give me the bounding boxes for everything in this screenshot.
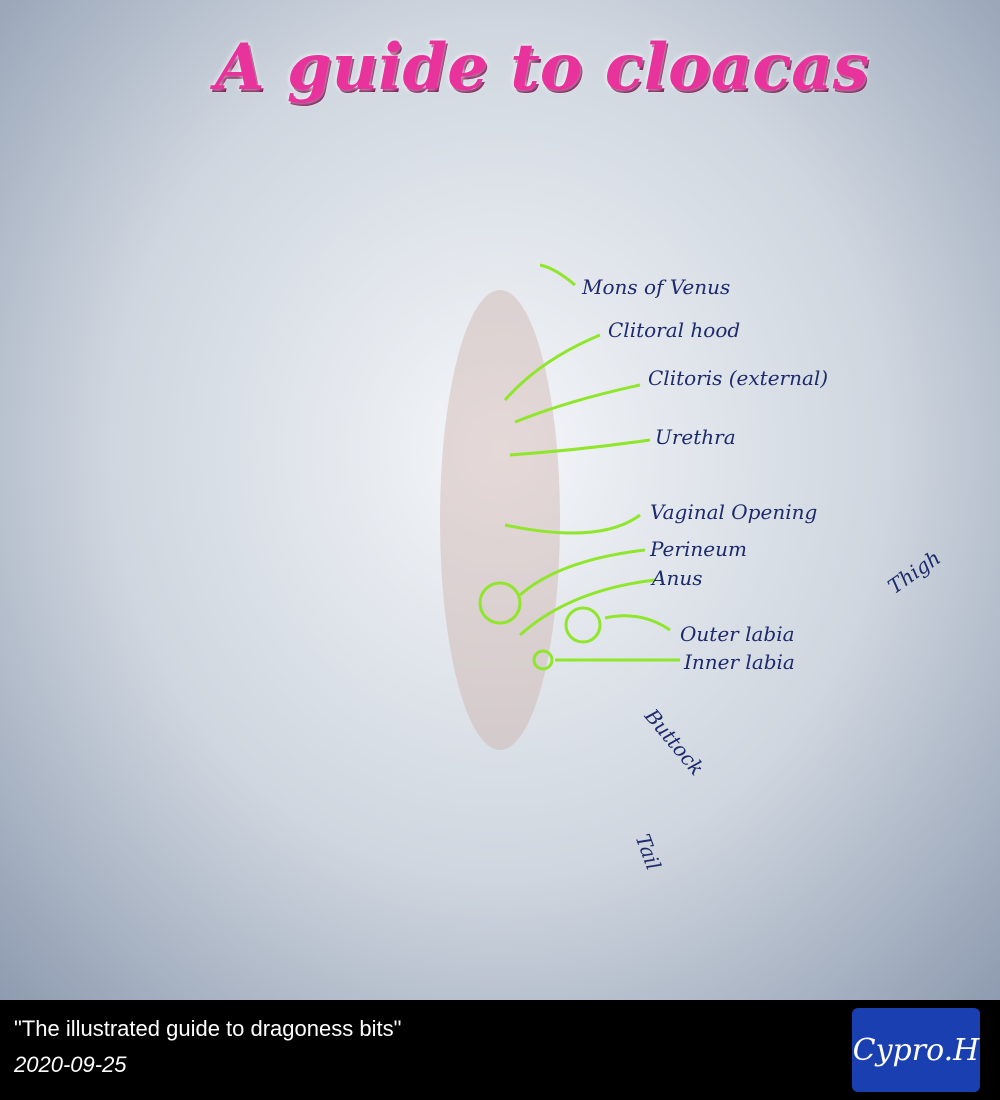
perineum-marker bbox=[478, 581, 522, 625]
footer-date: 2020-09-25 bbox=[14, 1052, 127, 1077]
label-vaginal-opening: Vaginal Opening bbox=[650, 500, 818, 524]
label-outer-labia: Outer labia bbox=[680, 622, 795, 646]
arrow-vaginal bbox=[504, 513, 641, 535]
arrow-anus bbox=[518, 578, 656, 637]
arrow-clitoris bbox=[514, 383, 641, 424]
label-inner-labia: Inner labia bbox=[684, 650, 795, 674]
annotation-arrows bbox=[440, 263, 680, 750]
artist-signature-logo: Cypro.H bbox=[852, 1008, 980, 1092]
label-clitoris: Clitoris (external) bbox=[648, 366, 829, 390]
label-clitoral-hood: Clitoral hood bbox=[608, 318, 741, 342]
label-perineum: Perineum bbox=[650, 537, 747, 561]
arrow-urethra bbox=[509, 438, 651, 457]
arrow-hood bbox=[503, 333, 601, 401]
illustration-background bbox=[0, 0, 1000, 1000]
arrow-outer-labia bbox=[604, 614, 671, 632]
footer-caption: "The illustrated guide to dragoness bits… bbox=[14, 1016, 402, 1041]
outer-labia-marker bbox=[564, 606, 602, 644]
footer-bar: "The illustrated guide to dragoness bits… bbox=[0, 1000, 1000, 1100]
inner-labia-marker bbox=[532, 649, 554, 671]
label-mons: Mons of Venus bbox=[582, 275, 731, 299]
arrow-mons bbox=[539, 263, 576, 287]
label-anus: Anus bbox=[652, 566, 703, 590]
arrow-perineum bbox=[519, 548, 646, 597]
abstract-center-shape bbox=[440, 290, 560, 750]
page-title: A guide to cloacas bbox=[215, 30, 869, 105]
label-urethra: Urethra bbox=[655, 425, 736, 449]
